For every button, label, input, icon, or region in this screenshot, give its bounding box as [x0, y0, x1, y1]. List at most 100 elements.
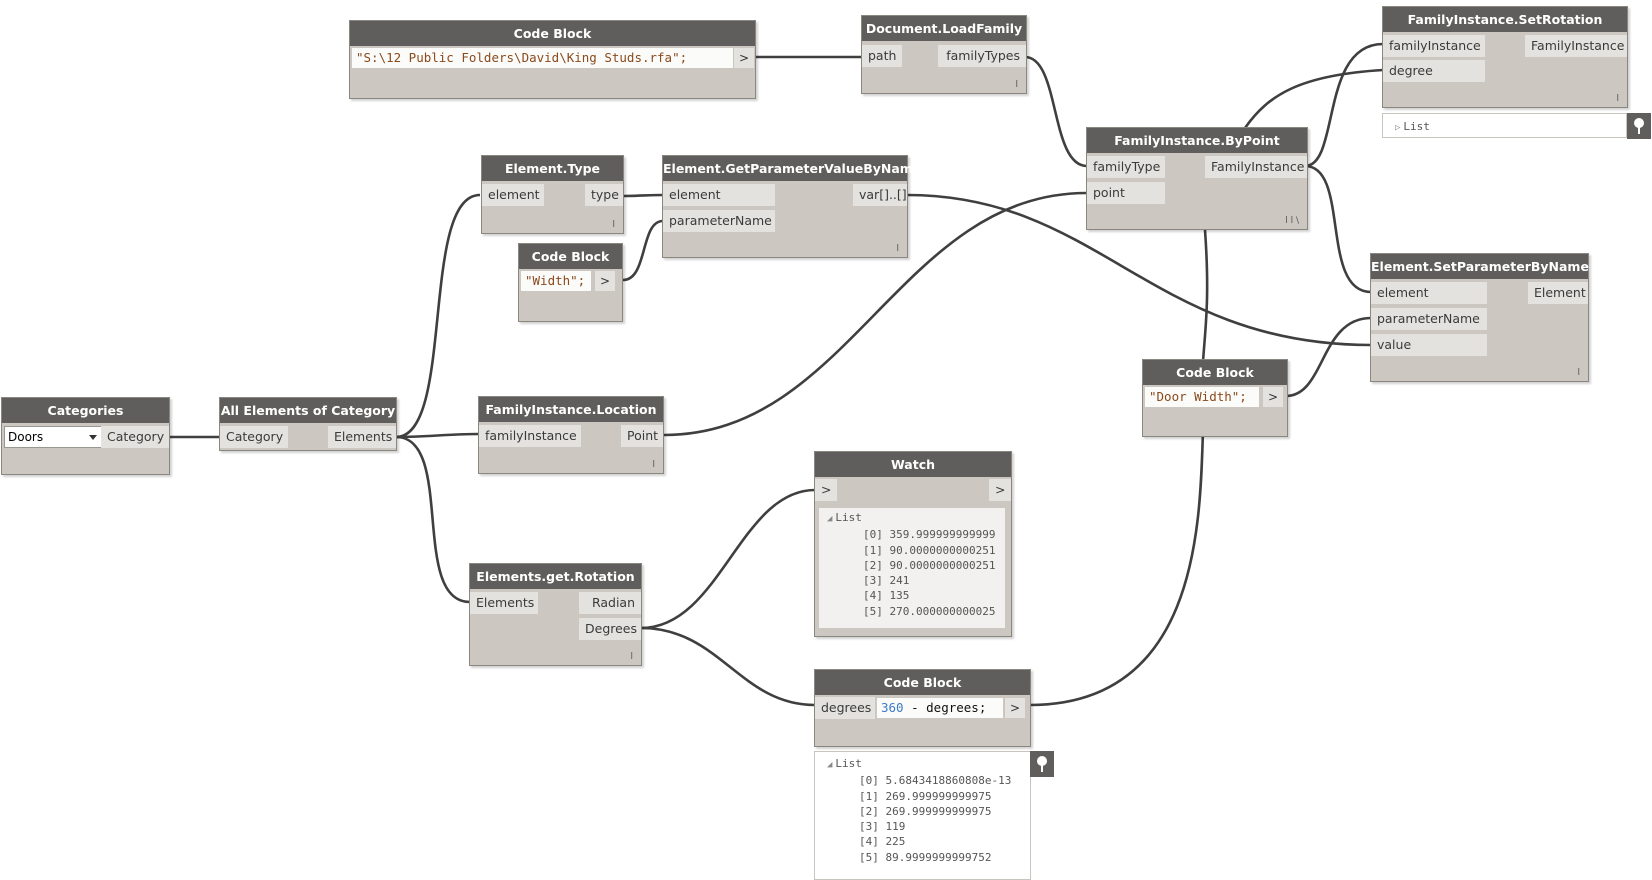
preview-list-header: ◢List: [815, 756, 1030, 773]
set-parameter-node[interactable]: Element.SetParameterByName element param…: [1370, 253, 1589, 382]
output-port-element[interactable]: Element: [1528, 282, 1588, 304]
input-port-degrees[interactable]: degrees: [815, 697, 875, 719]
input-port-family-type[interactable]: familyType: [1087, 156, 1165, 178]
get-parameter-node[interactable]: Element.GetParameterValueByName element …: [662, 155, 921, 258]
location-node[interactable]: FamilyInstance.Location familyInstance P…: [478, 396, 664, 474]
set-rotation-preview: ▷List: [1382, 113, 1627, 138]
input-port-elements[interactable]: Elements: [470, 592, 538, 614]
preview-list-label: List: [835, 757, 862, 770]
code-360-text[interactable]: 360 - degrees;: [877, 698, 1003, 718]
node-title: FamilyInstance.Location: [479, 397, 663, 422]
wire-allelements-to-rotation: [395, 435, 471, 604]
input-port-parameter-name[interactable]: parameterName: [1371, 308, 1487, 330]
list-item: [1] 90.0000000000251: [863, 543, 996, 557]
watch-list-header: ◢List: [819, 510, 1005, 527]
input-port-category[interactable]: Category: [220, 426, 288, 448]
input-port-element[interactable]: element: [663, 184, 775, 206]
code-expression: - degrees;: [903, 700, 987, 715]
wire-bypoint-to-setrotation: [1304, 42, 1384, 168]
lacing-indicator: l: [1577, 368, 1580, 378]
set-rotation-node[interactable]: FamilyInstance.SetRotation familyInstanc…: [1382, 6, 1628, 108]
list-item: [3] 241: [863, 574, 910, 588]
output-port-degrees[interactable]: Degrees: [579, 618, 641, 640]
wire-width-to-getparam: [622, 219, 664, 282]
watch-output-panel: ◢List [0] 359.999999999999 [1] 90.000000…: [819, 508, 1005, 628]
input-port-path[interactable]: path: [862, 45, 902, 67]
output-port-radian[interactable]: Radian: [579, 592, 641, 614]
wire-familytypes-to-bypoint: [1024, 55, 1088, 168]
node-title: Document.LoadFamily: [862, 16, 1026, 41]
lacing-indicator: l: [630, 652, 633, 662]
list-item: [2] 90.0000000000251: [863, 558, 996, 572]
output-port-category[interactable]: Category: [101, 426, 169, 448]
wire-type-to-getparam: [622, 193, 664, 198]
code-block-door-width-node[interactable]: Code Block "Door Width"; >: [1142, 359, 1288, 437]
output-port-point[interactable]: Point: [621, 425, 663, 447]
expand-icon[interactable]: ▷: [1395, 123, 1401, 133]
input-port-family-instance[interactable]: familyInstance: [479, 425, 581, 447]
watch-node[interactable]: Watch > > ◢List [0] 359.999999999999 [1]…: [814, 451, 1012, 637]
output-port-family-instance[interactable]: FamilyInstance: [1205, 156, 1307, 178]
code-block-path-node[interactable]: Code Block "S:\12 Public Folders\David\K…: [349, 20, 756, 99]
output-port-family-types[interactable]: familyTypes: [938, 45, 1026, 67]
node-title: Code Block: [519, 244, 622, 269]
lacing-indicator: l: [1015, 80, 1018, 90]
list-item: [0] 5.6843418860808e-13: [859, 774, 1012, 788]
chevron-down-icon: [89, 435, 97, 440]
code-path-text[interactable]: "S:\12 Public Folders\David\King Studs.r…: [352, 48, 733, 68]
list-item: [1] 269.999999999975: [859, 789, 992, 803]
pin-icon[interactable]: [1627, 113, 1651, 139]
get-rotation-node[interactable]: Elements.get.Rotation Elements Radian De…: [469, 563, 642, 666]
watch-list-label: List: [835, 511, 862, 524]
input-port-degree[interactable]: degree: [1383, 60, 1485, 82]
node-title: Code Block: [1143, 360, 1287, 385]
output-port-value[interactable]: var[]..[]: [853, 184, 907, 206]
code-360-preview: ◢List [0] 5.6843418860808e-13 [1] 269.99…: [814, 751, 1031, 880]
code-block-360-node[interactable]: Code Block degrees 360 - degrees; >: [814, 669, 1031, 747]
lacing-indicator: l: [1616, 94, 1619, 104]
output-port[interactable]: >: [1004, 698, 1025, 718]
input-port-element[interactable]: element: [1371, 282, 1487, 304]
wire-allelements-to-elementtype: [395, 193, 481, 439]
input-port[interactable]: >: [815, 479, 837, 501]
input-port-value[interactable]: value: [1371, 334, 1487, 356]
lacing-indicator: l: [896, 244, 899, 254]
node-title: All Elements of Category: [220, 398, 396, 423]
collapse-icon[interactable]: ◢: [827, 514, 833, 524]
input-port-parameter-name[interactable]: parameterName: [663, 210, 775, 232]
wire-bypoint-to-setparam: [1304, 164, 1372, 294]
element-type-node[interactable]: Element.Type element type l: [481, 155, 624, 234]
output-port-family-instance[interactable]: FamilyInstance: [1525, 35, 1627, 57]
code-door-width-text[interactable]: "Door Width";: [1145, 387, 1259, 407]
node-title: Categories: [2, 398, 169, 423]
categories-node[interactable]: Categories Doors Category: [1, 397, 170, 475]
all-elements-node[interactable]: All Elements of Category Category Elemen…: [219, 397, 397, 451]
output-port[interactable]: >: [1262, 387, 1283, 407]
output-port[interactable]: >: [594, 271, 615, 291]
node-title: FamilyInstance.SetRotation: [1383, 7, 1627, 32]
wire-degrees-to-code360: [640, 626, 816, 707]
code-block-width-node[interactable]: Code Block "Width"; >: [518, 243, 623, 322]
collapse-icon[interactable]: ◢: [827, 760, 833, 770]
pin-icon[interactable]: [1030, 751, 1054, 777]
wire-location-to-bypoint: [663, 191, 1088, 437]
output-port[interactable]: >: [989, 479, 1011, 501]
input-port-point[interactable]: point: [1087, 182, 1165, 204]
input-port-element[interactable]: element: [482, 184, 544, 206]
load-family-node[interactable]: Document.LoadFamily path familyTypes l: [861, 15, 1027, 94]
output-port-type[interactable]: type: [585, 184, 623, 206]
list-item: [5] 89.9999999999752: [859, 850, 992, 864]
output-port[interactable]: >: [733, 48, 754, 68]
input-port-family-instance[interactable]: familyInstance: [1383, 35, 1485, 57]
lacing-indicator: l l \: [1285, 216, 1299, 226]
code-width-text[interactable]: "Width";: [521, 271, 591, 291]
category-dropdown[interactable]: Doors: [4, 426, 102, 448]
output-port-elements[interactable]: Elements: [328, 426, 396, 448]
wire-degrees-to-watch: [640, 488, 816, 630]
node-title: Code Block: [815, 670, 1030, 695]
by-point-node[interactable]: FamilyInstance.ByPoint familyType point …: [1086, 127, 1308, 230]
node-title: Element.GetParameterValueByName: [663, 156, 921, 181]
node-title: Watch: [815, 452, 1011, 477]
preview-list-label: List: [1403, 120, 1430, 133]
list-item: [4] 135: [863, 589, 910, 603]
